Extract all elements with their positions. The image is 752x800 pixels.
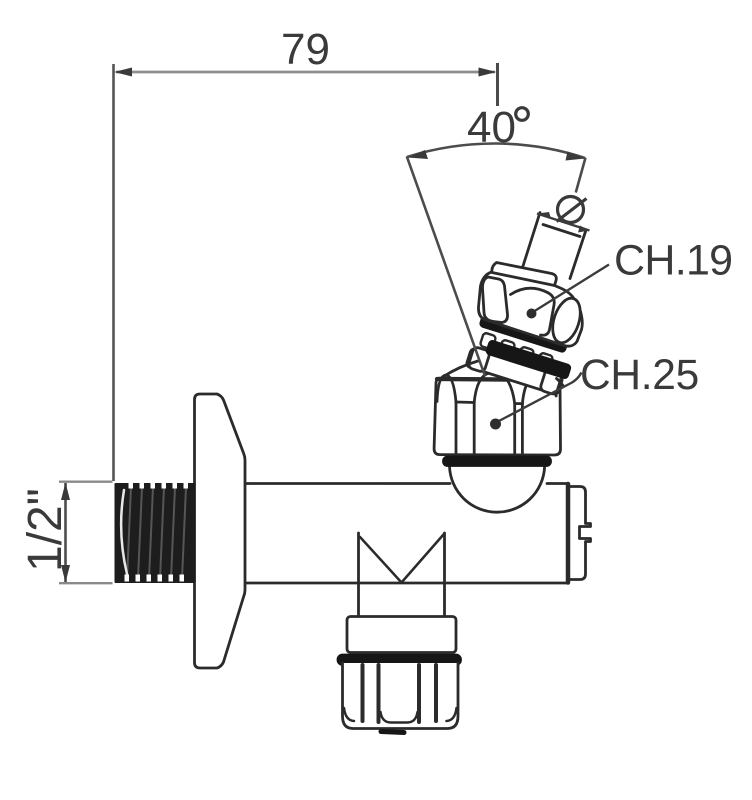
svg-text:CH.19: CH.19 [614, 237, 732, 285]
svg-text:40: 40 [467, 103, 516, 152]
svg-text:CH.25: CH.25 [580, 352, 699, 399]
svg-text:79: 79 [281, 25, 330, 74]
svg-text:1/2": 1/2" [19, 488, 72, 572]
